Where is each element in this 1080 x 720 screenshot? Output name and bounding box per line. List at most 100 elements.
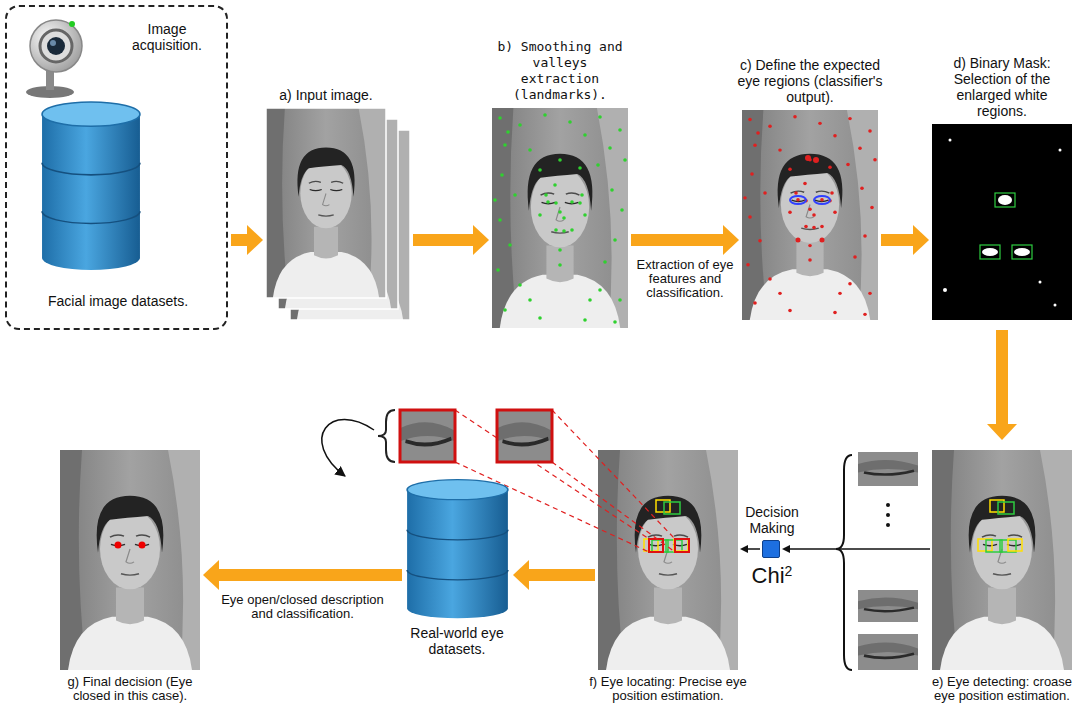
binary-mask-image <box>1039 281 1042 284</box>
panel-caption-holder: c) Define the expected eye regions (clas… <box>735 57 885 105</box>
candidate-patches <box>836 455 852 670</box>
candidate-patches <box>886 513 890 517</box>
panel-caption-holder: b) Smoothing and valleys extraction (lan… <box>494 39 626 103</box>
chi-label: Chi2 <box>722 564 822 588</box>
binary-mask-image <box>949 139 952 142</box>
arrow-shaft <box>881 234 913 246</box>
binary-mask-image <box>1054 304 1057 307</box>
classifier-image <box>805 155 811 161</box>
eye-detect-image <box>978 500 1022 552</box>
classifier-image <box>742 110 878 320</box>
box-text: Facial image datasets. <box>13 293 223 309</box>
arrow-head <box>247 225 263 255</box>
classifier-image <box>820 238 825 243</box>
eye-detect-image <box>932 450 1072 670</box>
candidate-patches <box>836 452 918 670</box>
edge-label-holder: Eye open/closed description and classifi… <box>218 593 388 621</box>
classifier-image <box>742 110 878 320</box>
binary-mask-image <box>980 245 1000 259</box>
input-image-stack <box>266 108 386 298</box>
box-text-holder: Image acquisition. <box>117 21 217 53</box>
panel-caption: e) Eye detecting: croase eye position es… <box>929 675 1075 703</box>
edge-label: Eye open/closed description and classifi… <box>218 593 388 621</box>
input-image-stack <box>266 108 386 298</box>
binary-mask-image <box>943 288 947 292</box>
binary-mask-image <box>1014 248 1030 256</box>
panel-caption-holder: a) Input image. <box>251 87 401 103</box>
binary-mask-image <box>932 124 1072 320</box>
panel-caption-holder: f) Eye locating: Precise eye position es… <box>583 675 753 703</box>
eye-locate-image <box>649 539 663 552</box>
flow-arrow <box>413 225 489 255</box>
arrow-head <box>913 225 929 255</box>
arrow-shaft <box>219 569 402 581</box>
panel-caption: d) Binary Mask: Selection of the enlarge… <box>932 55 1072 119</box>
panel-caption-holder: d) Binary Mask: Selection of the enlarge… <box>932 55 1072 119</box>
eye-detect-panel: e) Eye detecting: croase eye position es… <box>932 450 1072 670</box>
input-image-panel: a) Input image. <box>266 108 410 320</box>
webcam-icon <box>40 30 72 62</box>
box-text: Image acquisition. <box>117 21 217 53</box>
eye-crops <box>497 410 552 462</box>
panel-caption-holder: g) Final decision (Eye closed in this ca… <box>55 675 205 703</box>
decision-arrow <box>740 545 760 553</box>
panel-caption: g) Final decision (Eye closed in this ca… <box>55 675 205 703</box>
arrow-shaft <box>413 234 473 246</box>
dataset-caption: Real-world eye datasets. <box>392 625 522 657</box>
binary-mask-image <box>995 193 1015 207</box>
webcam-icon <box>30 20 82 72</box>
landmarks-panel: b) Smoothing and valleys extraction (lan… <box>492 108 628 328</box>
arrow-head <box>203 560 219 590</box>
flow-arrow <box>631 225 739 255</box>
eye-regions-panel: c) Define the expected eye regions (clas… <box>742 110 878 320</box>
candidate-patches <box>858 590 918 622</box>
flow-arrow <box>513 560 595 590</box>
panel-caption-holder: e) Eye detecting: croase eye position es… <box>929 675 1075 703</box>
eye-crops <box>497 410 552 462</box>
eye-crops <box>400 410 455 462</box>
eye-crops <box>322 419 374 476</box>
arrow-shaft <box>529 569 595 581</box>
classifier-image <box>796 238 801 243</box>
flow-arrow <box>987 330 1017 440</box>
final-decision-image <box>60 450 200 670</box>
arrow-head <box>513 560 529 590</box>
box-text-holder: Facial image datasets. <box>13 293 223 309</box>
candidate-patches <box>858 452 918 486</box>
classifier-image <box>743 115 877 316</box>
panel-caption: b) Smoothing and valleys extraction (lan… <box>494 39 626 103</box>
decision-block: Decision MakingChi2 <box>762 540 780 558</box>
landmark-image <box>492 108 628 328</box>
flow-arrow <box>203 560 402 590</box>
superscript: 2 <box>785 563 793 579</box>
final-decision-panel: g) Final decision (Eye closed in this ca… <box>60 450 200 670</box>
arrow-shaft <box>231 234 247 246</box>
classifier-image <box>790 196 806 204</box>
webcam-icon <box>69 21 75 27</box>
edge-label-holder: Extraction of eye features and classific… <box>631 258 739 300</box>
arrow-head <box>987 424 1017 440</box>
connector-line <box>748 548 760 550</box>
webcam-icon <box>47 37 65 55</box>
arrow-head <box>740 545 748 553</box>
candidate-patches <box>858 634 918 670</box>
source-box: Image acquisition. Facial image datasets. <box>5 5 228 330</box>
arrow-shaft <box>996 330 1008 424</box>
input-image-stack <box>266 108 410 320</box>
connector-line <box>790 548 930 550</box>
candidate-patches <box>886 503 890 507</box>
database-cylinder <box>42 102 140 270</box>
eye-locate-image <box>598 450 738 670</box>
binary-mask-image <box>1012 245 1032 259</box>
eye-locate-image <box>644 500 688 552</box>
arrow-head <box>782 545 790 553</box>
webcam-icon <box>26 20 82 98</box>
landmark-image <box>492 108 628 328</box>
dataset-caption-holder: Real-world eye datasets. <box>392 625 522 657</box>
database-cylinder <box>407 480 508 619</box>
binary-mask-image <box>1059 149 1062 152</box>
landmark-image <box>493 113 627 324</box>
